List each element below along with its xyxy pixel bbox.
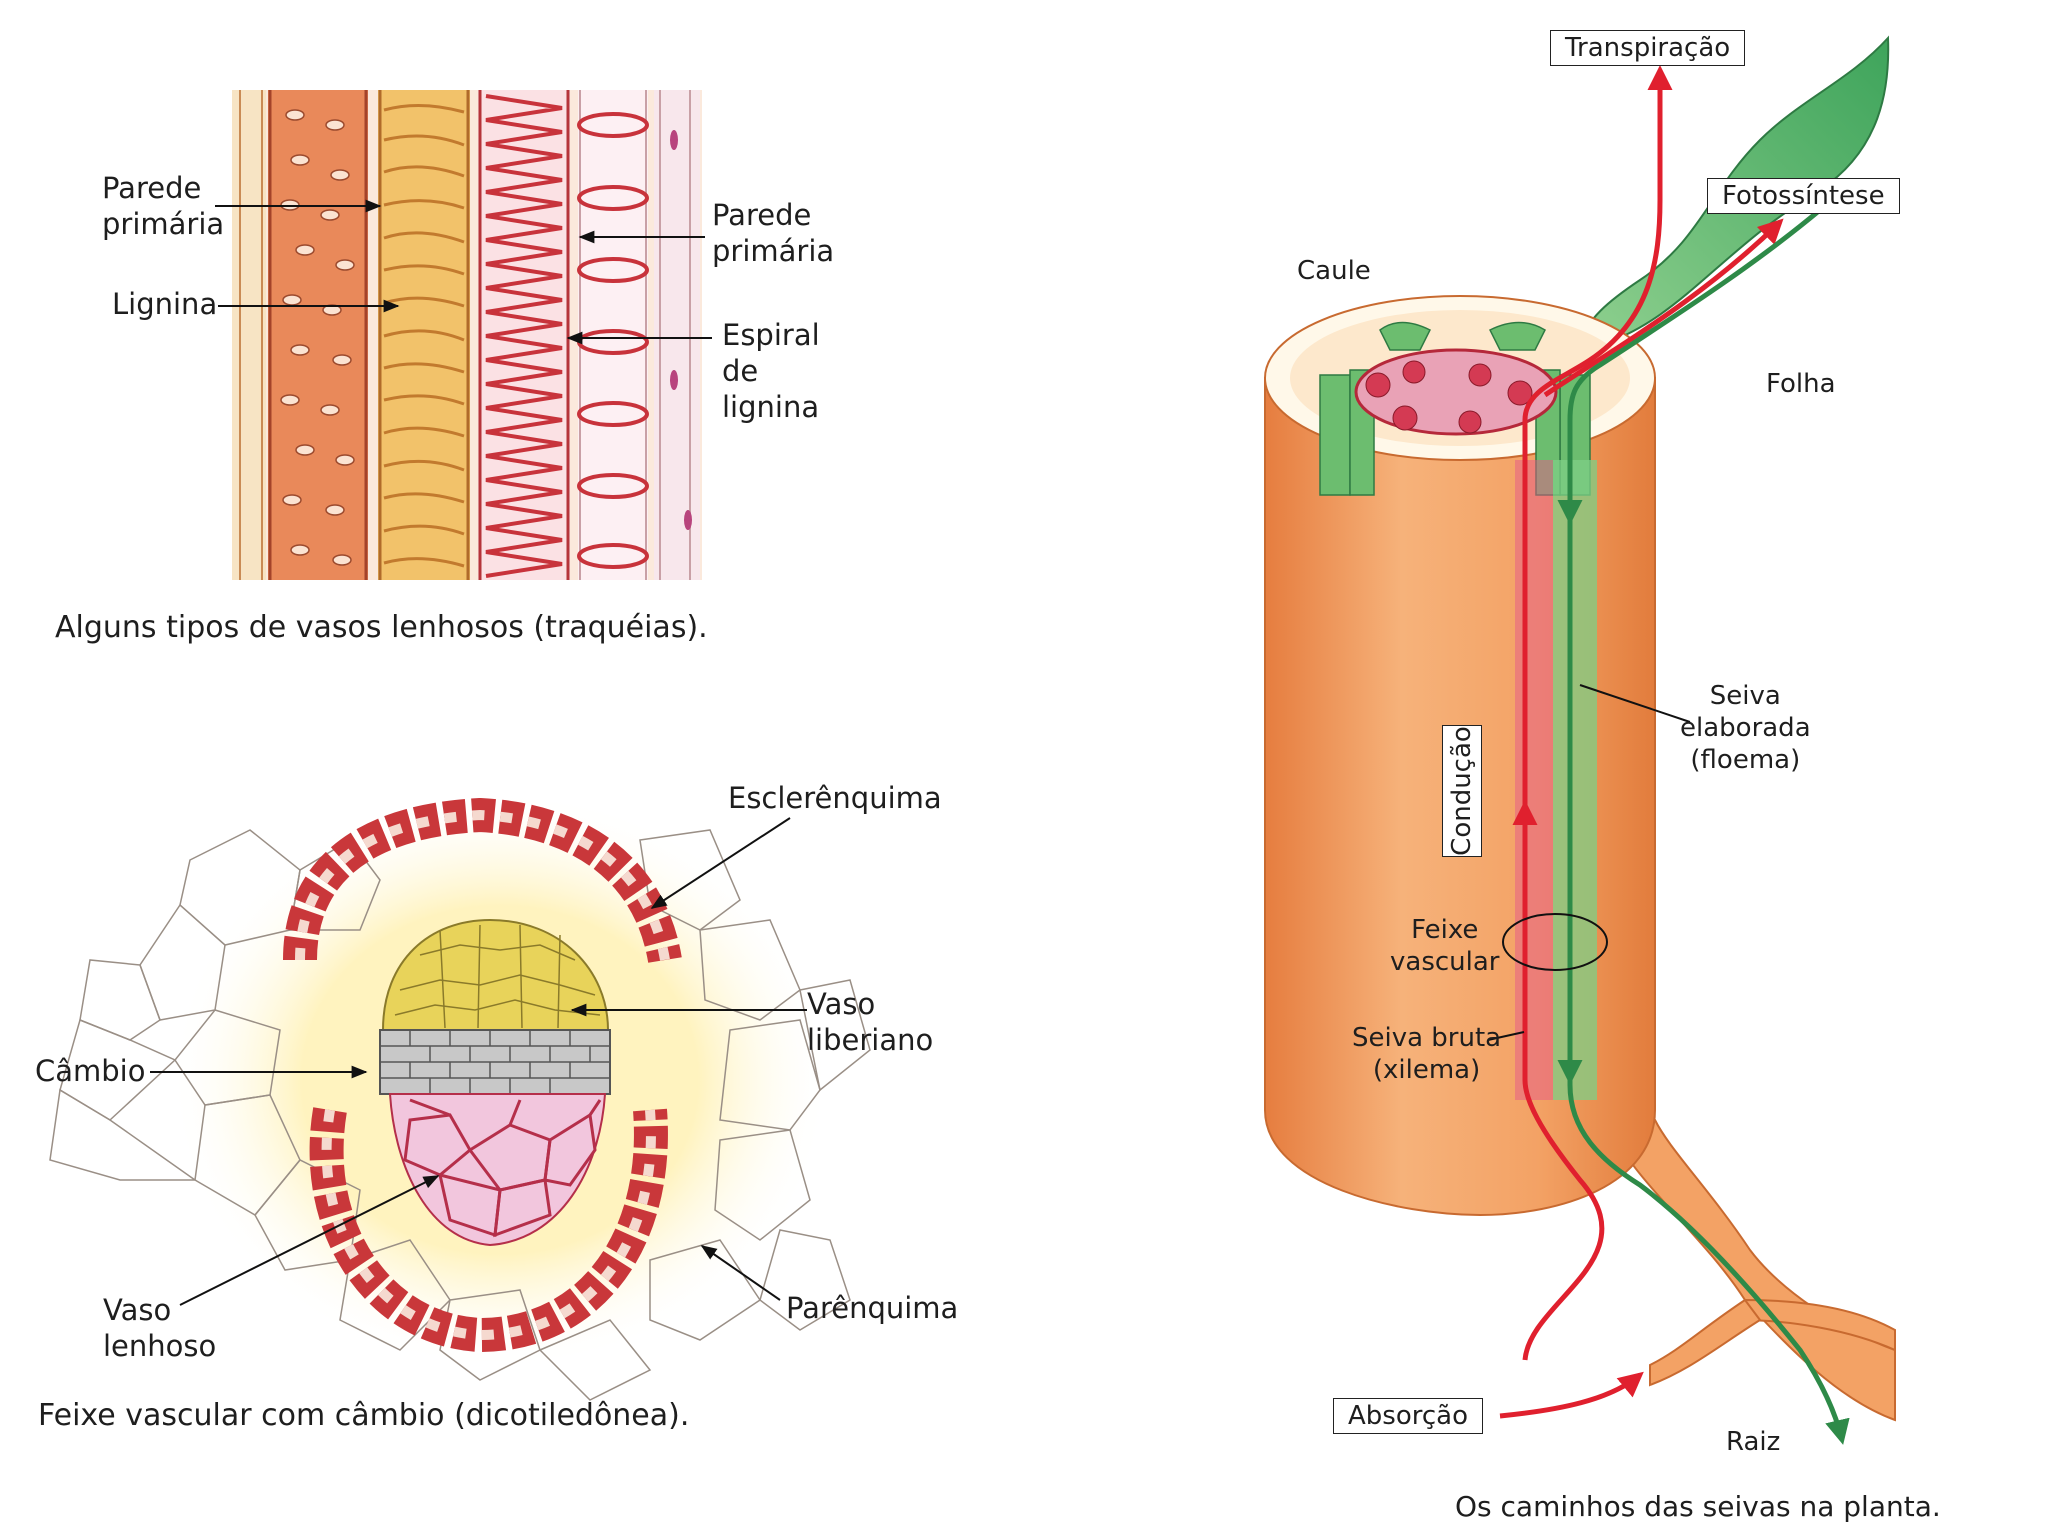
label-parenquima: Parênquima [786,1291,959,1325]
label-folha: Folha [1766,369,1836,399]
fig1-leaders [215,199,712,345]
fig2-leaders [150,817,807,1306]
caption-caminhos-seivas: Os caminhos das seivas na planta. [1455,1490,1941,1523]
vascular-bundle-illustration [49,790,871,1401]
label-lignina: Lignina [112,287,218,321]
label-cambio: Câmbio [35,1054,146,1088]
stem-illustration [1264,35,1896,1445]
caption-feixe-vascular: Feixe vascular com câmbio (dicotiledônea… [38,1398,690,1433]
label-raiz: Raiz [1726,1427,1781,1457]
caption-vasos-lenhosos: Alguns tipos de vasos lenhosos (traquéia… [55,610,708,645]
label-seiva-bruta: Seiva bruta(xilema) [1352,1023,1502,1085]
label-caule: Caule [1297,256,1371,286]
tracheids-illustration [232,90,702,580]
label-absorcao: Absorção [1333,1398,1483,1434]
label-conducao: Condução [1442,725,1482,857]
label-transpiracao: Transpiração [1550,30,1746,66]
label-esclerenquima: Esclerênquima [728,781,942,815]
label-fotossintese: Fotossíntese [1707,178,1900,214]
fig3-leaders [1487,684,1691,1041]
